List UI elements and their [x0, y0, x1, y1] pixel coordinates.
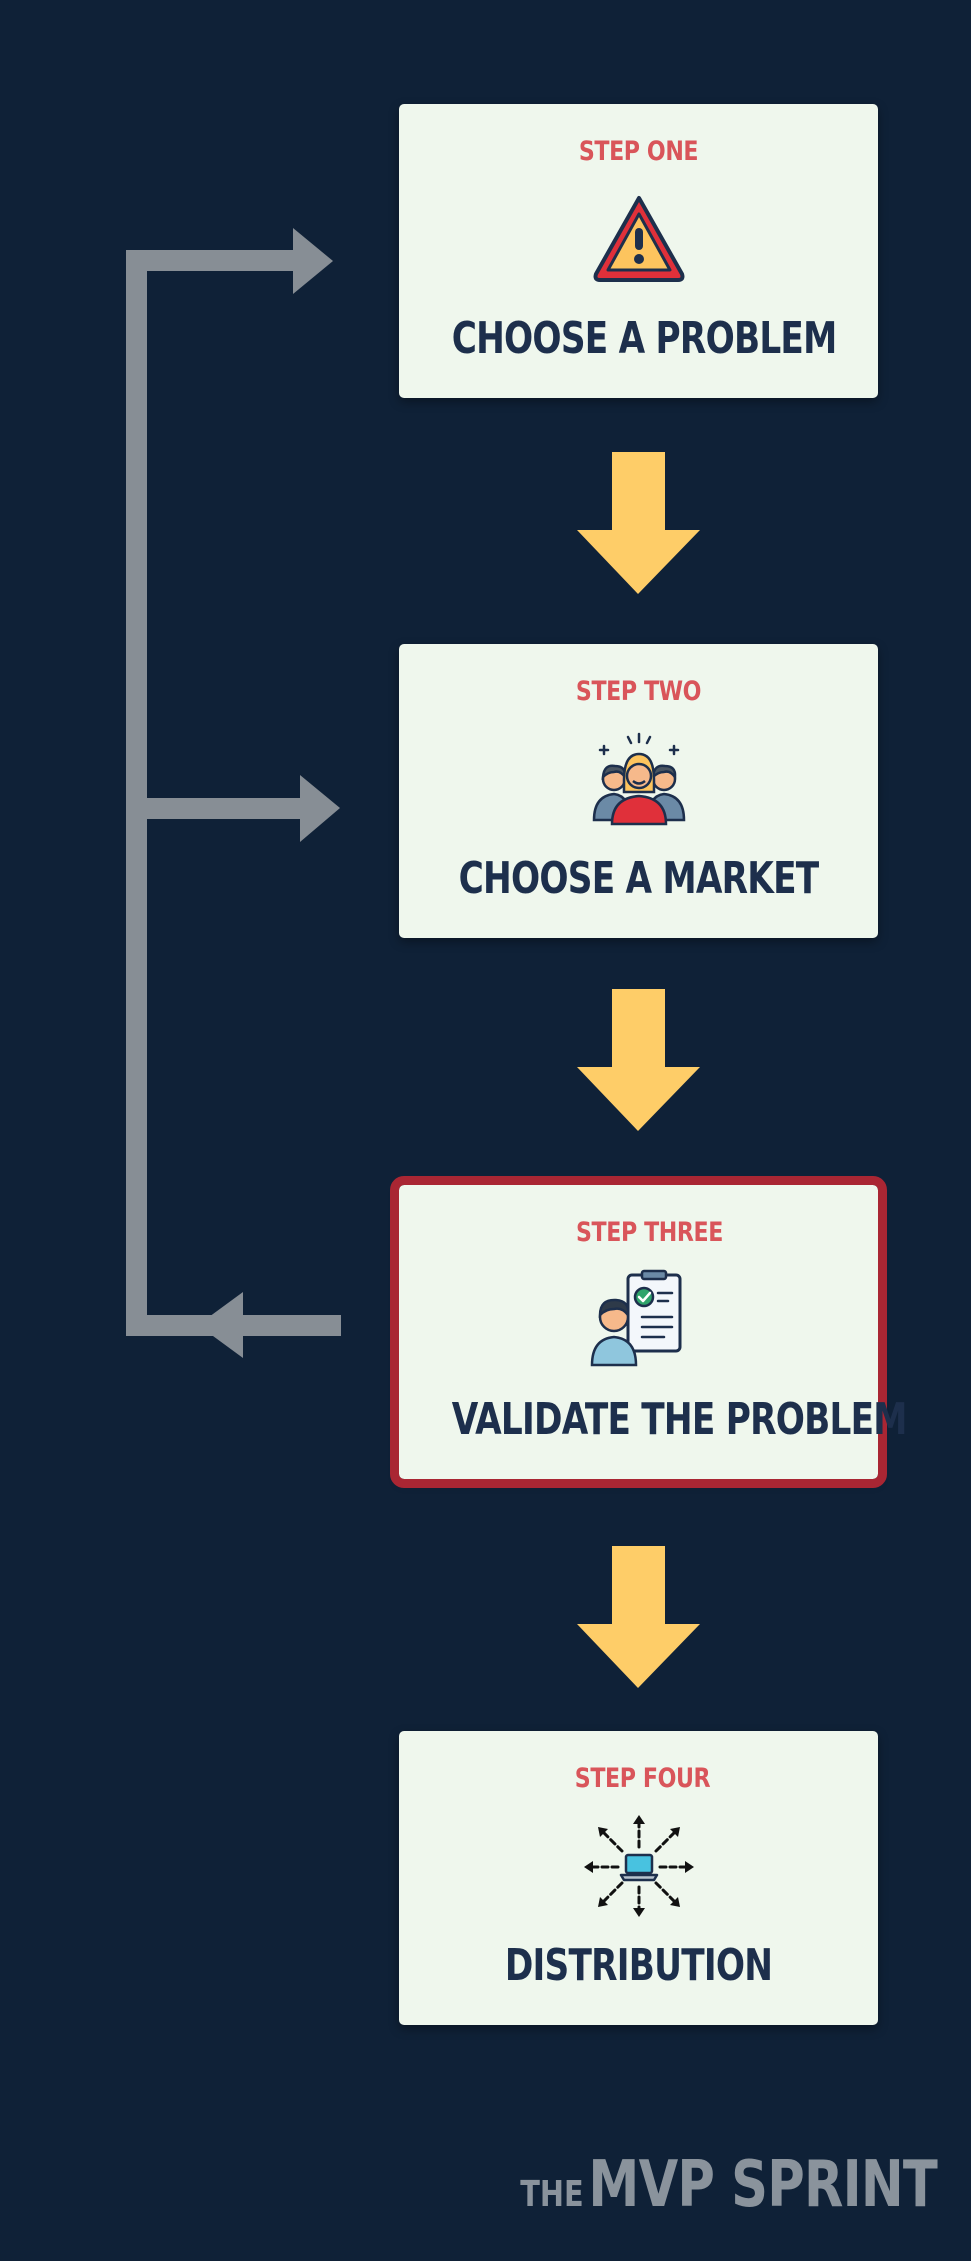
down-arrow-2 [577, 989, 700, 1131]
down-arrow-1 [577, 452, 700, 594]
step-two-card: STEP TWO CHOOSE A MARKET [399, 644, 878, 938]
down-arrow-3 [577, 1546, 700, 1688]
step-label: STEP TWO [575, 676, 702, 707]
step-title: CHOOSE A PROBLEM [451, 313, 838, 364]
step-one-card: STEP ONE CHOOSE A PROBLEM [399, 104, 878, 398]
brand-logo: THEMVP SPRINT [520, 2148, 938, 2222]
distribution-laptop-icon [583, 1815, 694, 1917]
step-label: STEP ONE [578, 136, 699, 167]
step-four-card: STEP FOUR DISTRIBUTION [399, 1731, 878, 2025]
step-label: STEP THREE [576, 1217, 723, 1248]
step-title: CHOOSE A MARKET [458, 853, 820, 904]
step-title: VALIDATE THE PROBLEM [451, 1394, 908, 1445]
people-group-icon [592, 732, 685, 826]
warning-icon [593, 196, 684, 282]
validation-clipboard-icon [590, 1269, 681, 1367]
step-title: DISTRIBUTION [504, 1940, 773, 1991]
brand-name: MVP SPRINT [588, 2148, 937, 2222]
step-three-card: STEP THREE VALIDATE THE PROBLEM [390, 1176, 908, 1488]
step-label: STEP FOUR [574, 1763, 711, 1794]
brand-prefix: THE [520, 2174, 584, 2215]
